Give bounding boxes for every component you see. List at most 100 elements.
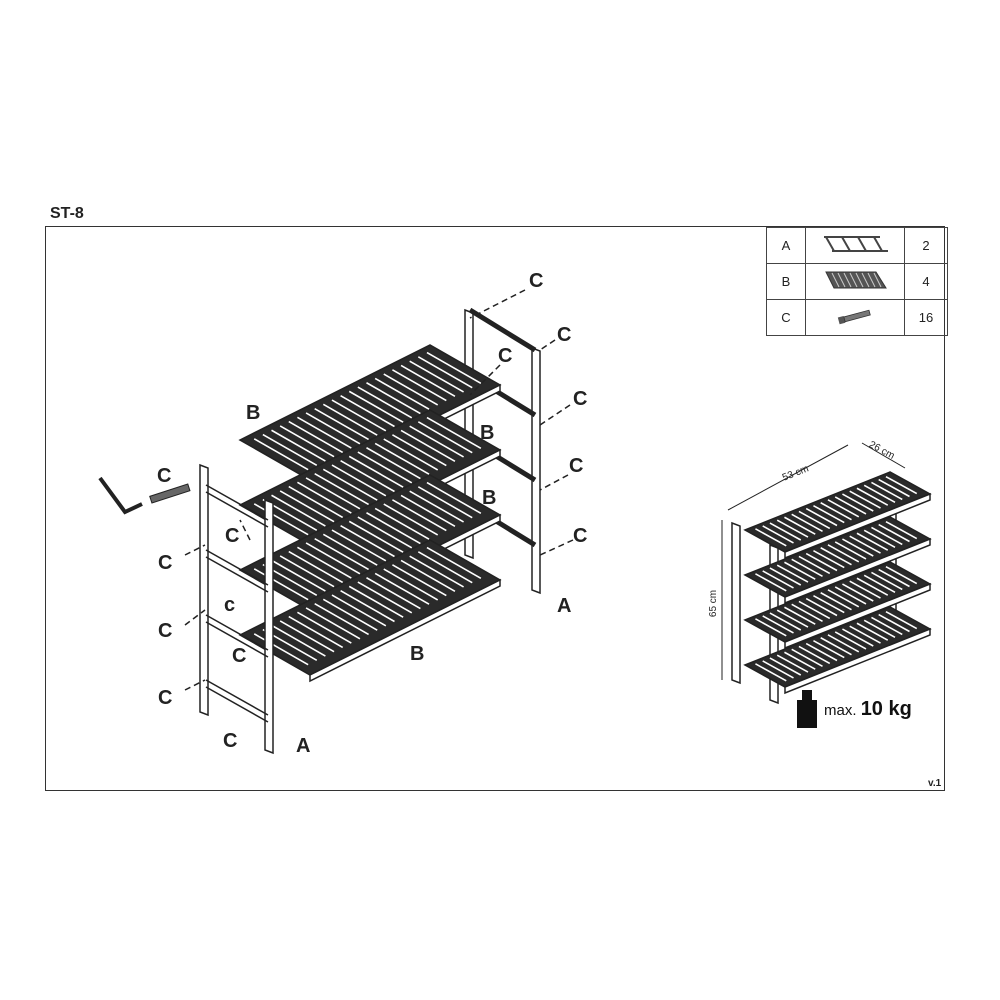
shelf-slat xyxy=(409,425,464,458)
shelf-slat xyxy=(842,538,874,557)
shelf-slat xyxy=(279,425,335,458)
back-frame-post xyxy=(531,346,541,595)
shelf-slat xyxy=(871,481,903,501)
shelf-slat xyxy=(871,571,903,591)
callout-label: C xyxy=(569,455,584,477)
shelf-slat xyxy=(791,603,823,623)
callout-label: C xyxy=(529,270,544,292)
shelf-slat xyxy=(253,438,309,471)
shelf-slat xyxy=(849,490,881,509)
callout-label: B xyxy=(480,422,495,444)
callout-label: C xyxy=(573,525,588,547)
shelf-slat xyxy=(271,559,326,592)
shelf-slat xyxy=(863,529,896,549)
front-frame-rung xyxy=(205,679,269,716)
shelf-slat xyxy=(357,581,413,614)
screw-guide-line xyxy=(184,544,206,556)
shelf-slat xyxy=(417,551,473,584)
shelf-front-rail xyxy=(784,627,931,695)
callout-label: B xyxy=(246,402,261,424)
shelf-slat xyxy=(834,586,867,605)
parts-row: C 16 xyxy=(766,299,948,336)
callout-label: C xyxy=(223,730,238,752)
screw-guide-line xyxy=(239,519,251,541)
shelf-slat xyxy=(755,618,787,637)
shelf-slat xyxy=(400,364,456,397)
screw-guide-line xyxy=(539,404,571,426)
shelf-slat xyxy=(305,542,361,575)
shelf-slat xyxy=(348,520,404,553)
shelf-slat xyxy=(769,567,802,586)
part-quantity: 4 xyxy=(904,263,948,300)
shelf-slat xyxy=(383,373,439,406)
shelf-slat xyxy=(357,451,413,484)
shelf-slat xyxy=(820,547,852,566)
shelf-slat xyxy=(762,525,794,544)
shelf-slat xyxy=(776,609,809,628)
shelf-slat xyxy=(288,615,344,649)
shelf-slat xyxy=(314,407,369,441)
part-letter: A xyxy=(766,227,806,264)
callout-label: B xyxy=(482,487,497,509)
allen-key-icon xyxy=(98,476,143,515)
shelf-slat xyxy=(805,642,838,662)
shelf-front-rail xyxy=(784,537,931,605)
shelf-slat xyxy=(842,493,874,512)
shelf-slat xyxy=(253,503,309,536)
slatted-shelf-icon xyxy=(805,263,905,300)
shelf-slat xyxy=(834,496,867,515)
shelf-slat xyxy=(791,648,823,668)
product-code: ST-8 xyxy=(50,205,84,222)
callout-label: A xyxy=(557,595,572,617)
shelf-front-rail xyxy=(309,578,501,683)
shelf-slat xyxy=(392,434,447,467)
shelf-slat xyxy=(322,598,378,631)
shelf-slat xyxy=(842,583,874,602)
part-quantity: 16 xyxy=(904,299,948,336)
parts-row: B 4 xyxy=(766,263,948,300)
shelf-slat xyxy=(426,416,482,450)
dimension-height: 65 cm xyxy=(708,589,720,618)
front-frame-rung xyxy=(205,621,269,658)
shelf-slat xyxy=(417,486,473,519)
shelf-slat xyxy=(357,516,413,549)
shelf-slat xyxy=(776,564,809,583)
shelf-slat xyxy=(409,555,464,588)
shelf-slat xyxy=(805,597,838,617)
depth-dimension-line xyxy=(861,442,906,469)
shelf-slat xyxy=(827,634,860,653)
shelf-slat xyxy=(798,645,831,665)
shelf-slat xyxy=(878,478,910,498)
shelf-slat xyxy=(878,523,910,543)
assembled-post xyxy=(731,521,741,685)
shelf-slat xyxy=(885,520,918,540)
shelf-front-rail xyxy=(784,492,931,560)
screw-guide-line xyxy=(184,679,206,691)
shelf-slat xyxy=(769,522,802,541)
shelf-slat xyxy=(878,568,910,588)
shelf-slat xyxy=(885,610,918,630)
front-frame-rung xyxy=(205,614,269,651)
shelf-slat xyxy=(791,513,823,533)
shelf-slat xyxy=(322,468,378,501)
shelf-slat xyxy=(769,612,802,631)
shelf-slat xyxy=(305,607,361,640)
callout-label: c xyxy=(224,594,236,616)
shelf-slat xyxy=(827,499,860,518)
shelf-slat xyxy=(348,455,404,488)
shelf-slat xyxy=(392,499,447,532)
callout-label: C xyxy=(157,465,172,487)
shelf-slat xyxy=(426,481,482,515)
shelf-slat xyxy=(762,570,794,589)
shelf-slat xyxy=(798,510,831,530)
shelf-slat xyxy=(798,600,831,620)
weight-icon xyxy=(797,700,817,728)
callout-label: C xyxy=(232,645,247,667)
screw-bolt-icon xyxy=(805,299,905,336)
weight-icon-top xyxy=(802,690,812,700)
shelf-slat xyxy=(322,403,378,436)
parts-list-table: A 2 B 4 C 16 xyxy=(766,227,948,336)
shelf-slat xyxy=(271,624,326,657)
shelf-slat xyxy=(856,532,889,551)
shelf-slat xyxy=(314,537,369,571)
